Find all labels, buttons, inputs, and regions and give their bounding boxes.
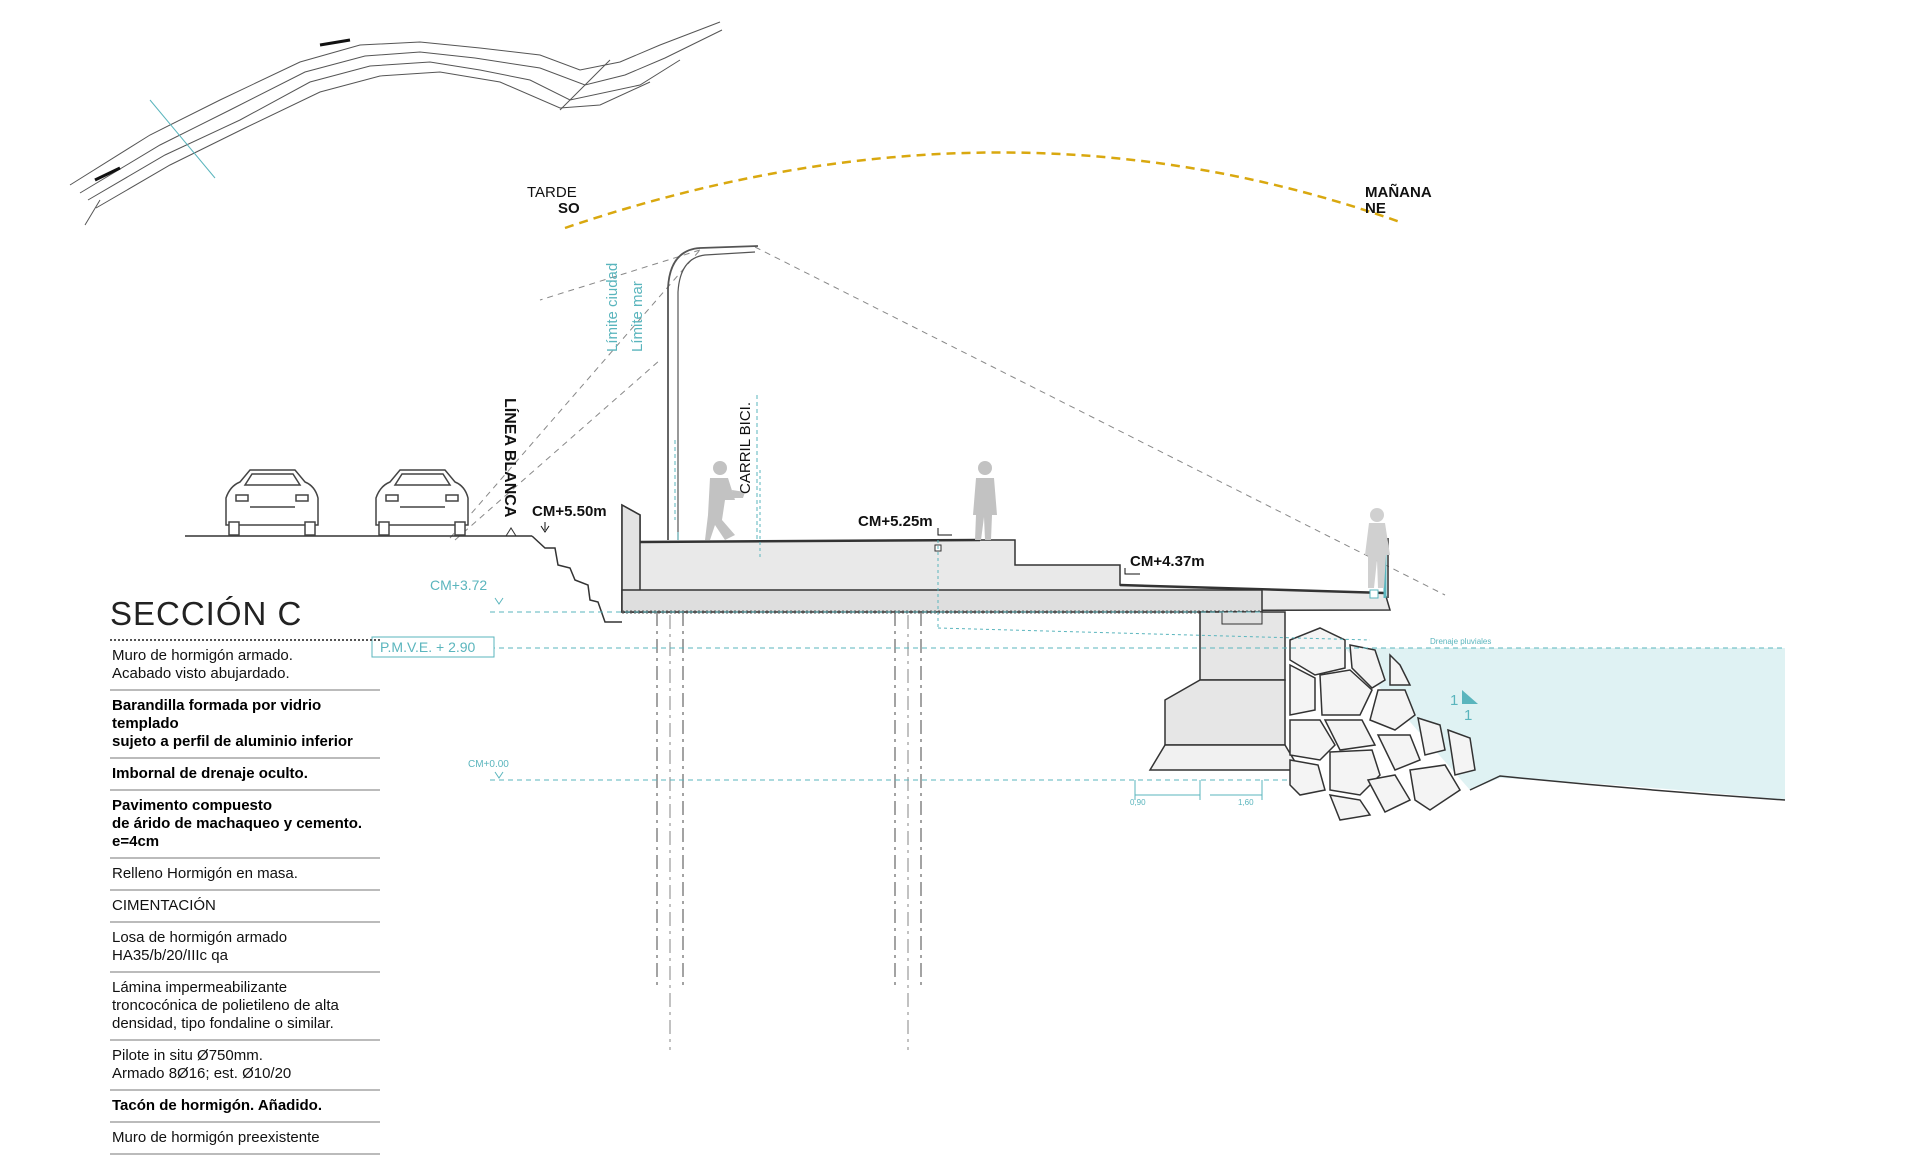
cyclist-figure [705, 461, 745, 540]
slope-v-label: 1 [1450, 692, 1458, 709]
lower-walkway [1119, 583, 1386, 595]
limite-ciudad-label: Límite ciudad [604, 263, 621, 352]
legend-list: Muro de hormigón armado. Acabado visto a… [110, 643, 380, 1155]
drain-box [1369, 589, 1379, 599]
riprap-rocks [1289, 627, 1476, 821]
lamp-post [667, 245, 759, 540]
sun-right-label: MAÑANA [1365, 183, 1432, 201]
shade-lines [449, 246, 1446, 596]
car-icon [225, 469, 319, 536]
legend-item: Imbornal de drenaje oculto. [110, 761, 380, 791]
level-arrow [1124, 568, 1140, 575]
legend-item: Losa de hormigón armado HA35/b/20/IIIc q… [110, 925, 380, 973]
sun-path-arc [564, 151, 1401, 230]
person-figure [973, 461, 997, 540]
dim-label: 0,90 [1130, 798, 1146, 807]
limite-mar-label: Límite mar [629, 281, 646, 352]
support-block [1221, 611, 1263, 625]
section-drawing: TARDE SO MAÑANA NE [69, 21, 1786, 1050]
level-arrow [540, 522, 550, 533]
person-figure [1365, 508, 1390, 588]
sun-left-label: TARDE [527, 184, 577, 201]
level-cm000: CM+0.00 [468, 759, 509, 770]
existing-wall [531, 535, 622, 623]
carril-bici-label: CARRIL BICI. [737, 402, 754, 494]
legend-item: CIMENTACIÓN [110, 893, 380, 923]
foundation-slab [621, 589, 1263, 613]
level-arrow [937, 528, 952, 536]
lamp-post [677, 251, 756, 540]
level-cm372: CM+3.72 [430, 577, 487, 593]
seabed-line [1469, 775, 1786, 801]
road-marker [505, 527, 517, 537]
level-cm525: CM+5.25m [858, 513, 933, 530]
level-arrow [494, 597, 504, 605]
slope-triangle [1462, 690, 1478, 704]
section-title: SECCIÓN C [110, 595, 380, 641]
legend-item: Tacón de hormigón. Añadido. [110, 1093, 380, 1123]
wall-footing [1148, 744, 1302, 771]
section-legend: SECCIÓN C Muro de hormigón armado. Acaba… [110, 595, 380, 1155]
slope-h-label: 1 [1464, 707, 1472, 724]
piles [656, 612, 922, 1050]
legend-item: Relleno Hormigón en masa. [110, 861, 380, 891]
level-pmve: P.M.V.E. + 2.90 [380, 639, 476, 655]
legend-item: Lámina impermeabilizante troncocónica de… [110, 975, 380, 1041]
level-arrow [494, 771, 504, 779]
sun-left-bold: SO [558, 200, 580, 217]
pmve-box [371, 636, 495, 658]
car-icon [375, 469, 469, 536]
legend-item: Pilote in situ Ø750mm. Armado 8Ø16; est.… [110, 1043, 380, 1091]
walkway-level [639, 538, 981, 544]
legend-item: Muro de hormigón armado. Acabado visto a… [110, 643, 380, 691]
teal-reference-lines [490, 470, 1785, 800]
level-cm550: CM+5.50m [532, 503, 607, 520]
preexisting-wall [1164, 679, 1286, 746]
legend-item: Muro de hormigón preexistente [110, 1125, 380, 1155]
legend-item: Barandilla formada por vidrio templado s… [110, 693, 380, 759]
key-plan [69, 21, 723, 226]
linea-blanca-label: LÍNEA BLANCA [501, 398, 520, 518]
dim-label: 1,60 [1238, 798, 1254, 807]
drainage-label: Drenaje pluviales [1430, 637, 1491, 646]
legend-item: Pavimento compuesto de árido de machaque… [110, 793, 380, 859]
level-cm437: CM+4.37m [1130, 553, 1205, 570]
sun-right-bold: NE [1365, 200, 1386, 217]
